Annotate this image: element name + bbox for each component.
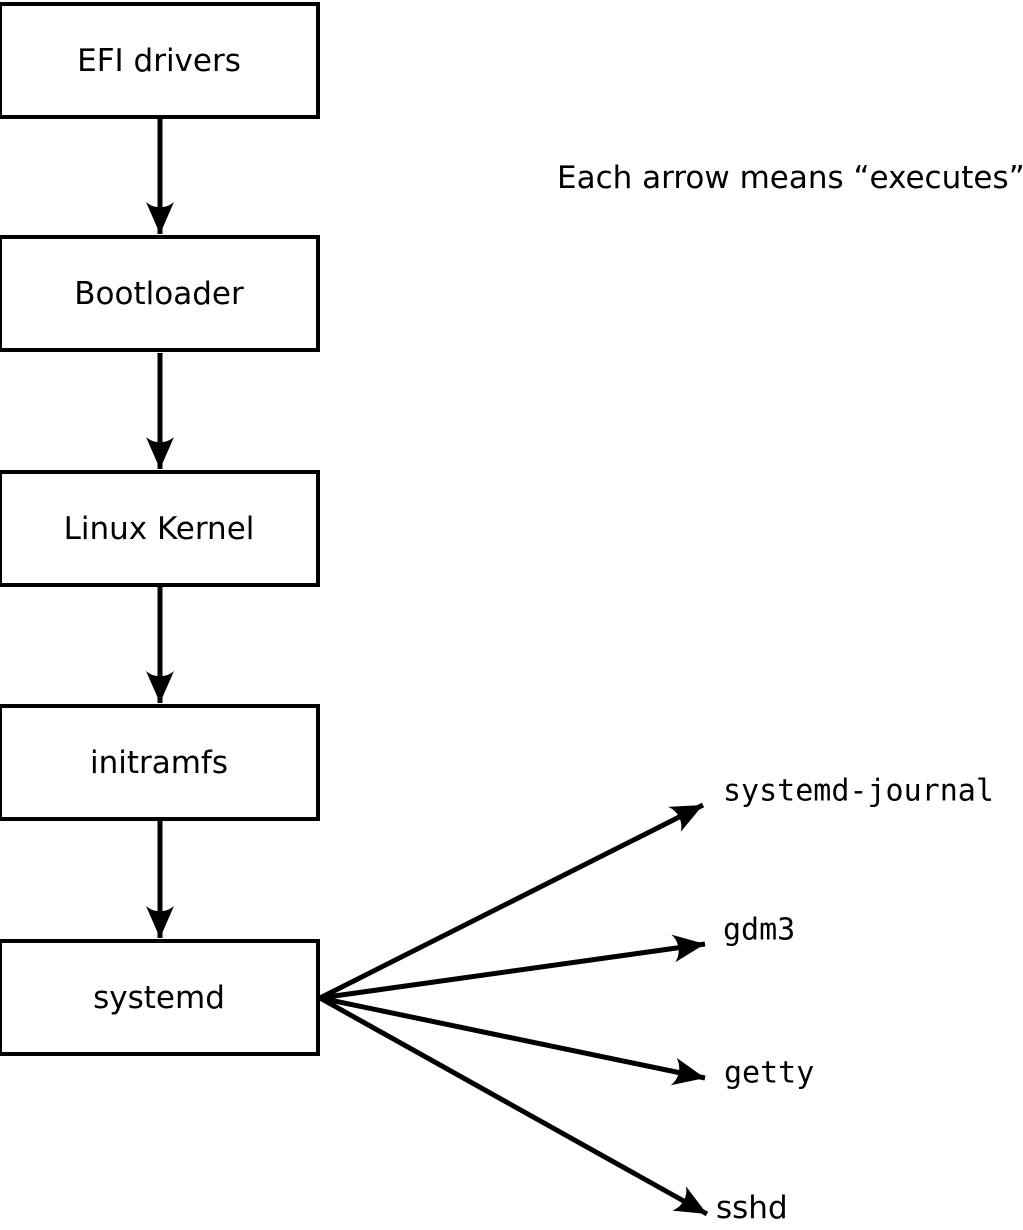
node-systemd-label: systemd	[93, 979, 225, 1016]
node-linux-kernel: Linux Kernel	[0, 470, 320, 587]
arrow-meaning-caption: Each arrow means “executes”.	[557, 160, 1023, 196]
arrow-systemd-to-gdm3	[319, 934, 706, 1001]
target-getty: getty	[724, 1055, 815, 1091]
arrow-systemd-to-getty	[319, 995, 706, 1086]
target-sshd: sshd	[716, 1190, 788, 1226]
arrow-systemd-to-journal	[318, 802, 705, 1001]
node-systemd: systemd	[0, 939, 320, 1056]
node-linux-kernel-label: Linux Kernel	[63, 510, 255, 547]
node-bootloader: Bootloader	[0, 235, 320, 352]
arrow-systemd-to-sshd	[318, 995, 709, 1217]
target-gdm3: gdm3	[723, 912, 796, 948]
node-initramfs: initramfs	[0, 704, 320, 821]
node-bootloader-label: Bootloader	[74, 275, 244, 312]
node-initramfs-label: initramfs	[89, 744, 229, 781]
node-efi-drivers: EFI drivers	[0, 2, 320, 119]
target-systemd-journal: systemd-journal	[723, 773, 994, 809]
node-efi-drivers-label: EFI drivers	[77, 42, 241, 79]
